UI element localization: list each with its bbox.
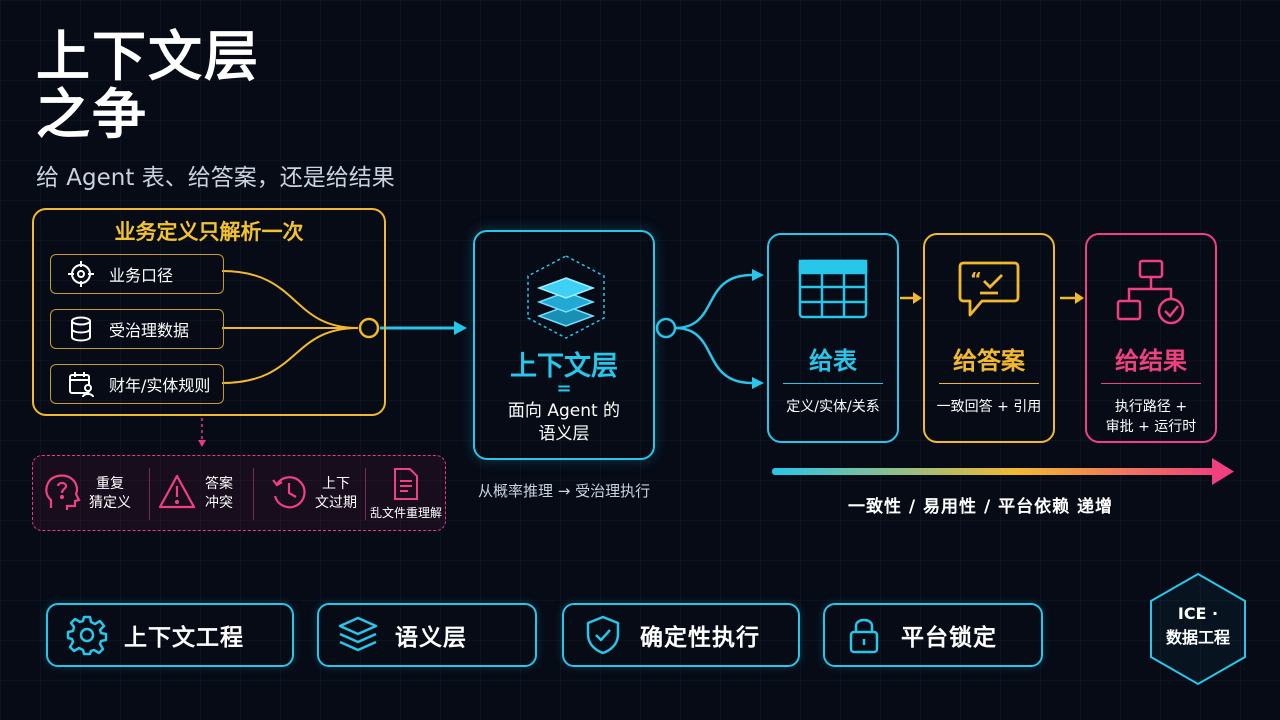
database-icon	[67, 315, 95, 343]
problems-box: 重复 猜定义 答案 冲突 上下 文过期	[32, 455, 446, 531]
card-give-results: 给结果 执行路径 + 审批 + 运行时	[1085, 233, 1217, 443]
business-merge-lines	[221, 270, 359, 384]
branch-arrow-top	[752, 269, 764, 281]
clock-history-icon	[269, 472, 309, 516]
problem-label-line1: 重复	[96, 476, 124, 492]
business-item-fiscal-rules: 财年/实体规则	[50, 364, 224, 404]
problem-label-line2: 冲突	[205, 495, 233, 511]
svg-text:“: “	[970, 269, 982, 290]
page-subtitle: 给 Agent 表、给答案，还是给结果	[36, 165, 395, 191]
merge-node	[358, 317, 380, 339]
problem-divider	[365, 468, 366, 520]
card-give-tables: 给表 定义/实体/关系	[767, 233, 899, 443]
card-title: 给表	[809, 347, 857, 375]
flow-check-icon	[1087, 259, 1215, 327]
branch-lines	[674, 273, 753, 385]
business-item-label: 受治理数据	[109, 321, 190, 340]
pill-semantic-layer: 语义层	[317, 603, 537, 667]
problem-divider	[149, 468, 150, 520]
business-title: 业务定义只解析一次	[114, 220, 304, 244]
card-divider	[783, 383, 883, 384]
semantic-layer-box: 上下文层 = 面向 Agent 的 语义层	[473, 230, 655, 460]
semantic-description: 面向 Agent 的 语义层	[475, 400, 653, 446]
card-divider	[1101, 383, 1201, 384]
to-semantic-arrow	[380, 321, 467, 335]
problem-context-expired: 上下 文过期	[269, 466, 357, 522]
problem-label-line1: 答案	[205, 476, 233, 492]
card-arrow-2	[1060, 292, 1084, 304]
semantic-caption: 从概率推理 → 受治理执行	[478, 482, 651, 500]
problem-label-line2: 文过期	[315, 495, 357, 511]
card-desc-line1: 一致回答 + 引用	[936, 399, 1042, 415]
semantic-desc-line2: 语义层	[538, 424, 590, 444]
card-give-answers: “ 给答案 一致回答 + 引用	[923, 233, 1055, 443]
gear-icon	[66, 614, 108, 656]
semantic-desc-line1: 面向 Agent 的	[507, 401, 621, 421]
pill-platform-lockin: 平台锁定	[823, 603, 1043, 667]
table-icon	[769, 259, 897, 319]
pill-label: 确定性执行	[640, 625, 760, 651]
layers-icon	[337, 614, 379, 656]
title-line-2: 之争	[36, 83, 148, 146]
badge-line1: ICE ·	[1177, 604, 1219, 623]
pill-label: 上下文工程	[124, 625, 244, 651]
to-problems-arrow	[198, 418, 206, 447]
pill-label: 平台锁定	[901, 625, 997, 651]
problem-guess-definition: 重复 猜定义	[43, 466, 131, 522]
shield-check-icon	[582, 614, 624, 656]
problem-divider	[253, 468, 254, 520]
lock-icon	[843, 614, 885, 656]
business-definition-box: 业务定义只解析一次 业务口径 受治理数据	[32, 208, 386, 416]
card-divider	[939, 383, 1039, 384]
trend-label: 一致性 / 易用性 / 平台依赖 递增	[848, 497, 1114, 517]
card-title: 给答案	[953, 347, 1025, 375]
card-desc-line1: 定义/实体/关系	[786, 399, 880, 415]
problem-answer-conflict: 答案 冲突	[157, 466, 233, 522]
question-head-icon	[43, 472, 81, 516]
hexagon-icon	[1150, 572, 1246, 686]
semantic-equals: =	[556, 378, 572, 399]
problem-label-line1: 乱文件重理解	[369, 506, 442, 520]
warning-icon	[157, 473, 197, 515]
card-description: 一致回答 + 引用	[925, 397, 1053, 417]
calendar-user-icon	[67, 370, 95, 398]
title-line-1: 上下文层	[36, 25, 260, 88]
card-desc-line1: 执行路径 +	[1114, 399, 1188, 415]
card-desc-line2: 审批 + 运行时	[1105, 419, 1197, 435]
branch-arrow-bottom	[752, 377, 764, 389]
ice-badge: ICE · 数据工程	[1148, 572, 1248, 686]
card-description: 执行路径 + 审批 + 运行时	[1087, 397, 1215, 437]
pill-context-engineering: 上下文工程	[46, 603, 294, 667]
branch-node	[655, 317, 677, 339]
layers-stack-icon	[521, 254, 611, 344]
page-title: 上下文层 之争	[36, 28, 260, 144]
card-arrow-1	[900, 292, 922, 304]
card-title: 给结果	[1115, 347, 1187, 375]
pill-label: 语义层	[395, 625, 467, 651]
badge-text: ICE · 数据工程	[1148, 602, 1248, 650]
document-icon	[391, 467, 421, 505]
pill-deterministic-execution: 确定性执行	[562, 603, 800, 667]
trend-arrow	[772, 458, 1234, 485]
problem-label-line2: 猜定义	[89, 495, 131, 511]
chat-check-icon: “	[925, 259, 1053, 323]
badge-line2: 数据工程	[1165, 628, 1230, 647]
problem-label-line1: 上下	[322, 476, 350, 492]
business-item-label: 财年/实体规则	[109, 376, 211, 395]
semantic-title: 上下文层	[510, 351, 618, 382]
problem-messy-files: 乱文件重理解	[369, 466, 443, 522]
business-item-governed-data: 受治理数据	[50, 309, 224, 349]
business-item-scope: 业务口径	[50, 254, 224, 294]
target-icon	[67, 260, 95, 288]
business-item-label: 业务口径	[109, 266, 174, 285]
card-description: 定义/实体/关系	[769, 397, 897, 417]
